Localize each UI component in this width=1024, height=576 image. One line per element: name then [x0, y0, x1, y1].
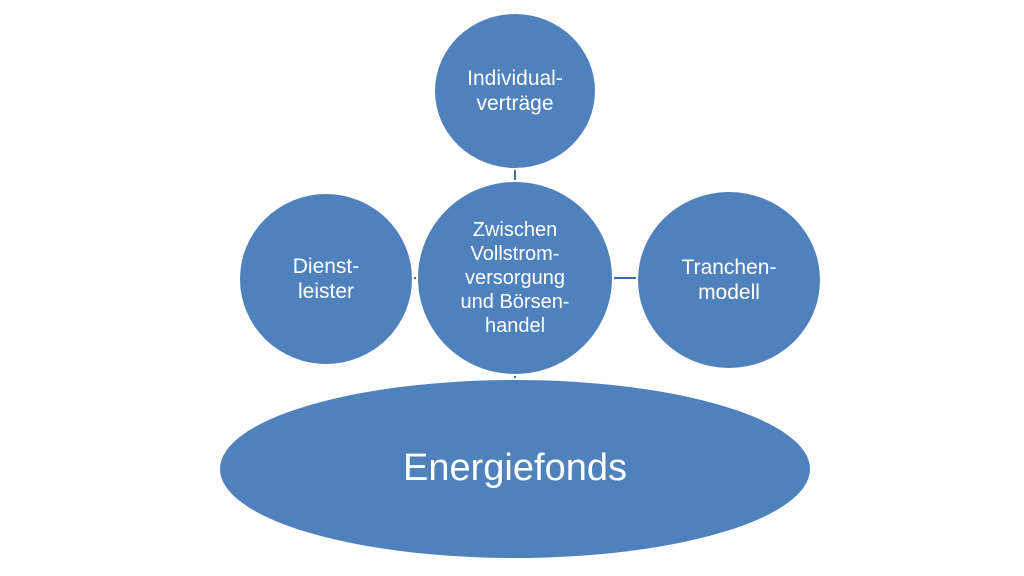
node-dienstleister-line-2: leister: [297, 280, 355, 303]
node-energiefonds: Energiefonds: [218, 378, 812, 560]
node-zwischen-vollstromversorgung-und-boersenhandel: Zwischen Vollstrom- versorgung und Börse…: [416, 180, 614, 376]
node-tranchenmodell-line-2: modell: [698, 281, 760, 304]
node-center-line-1: Zwischen: [472, 219, 558, 241]
node-individualvertraege-line-2: verträge: [476, 92, 554, 115]
node-center-line-2: Vollstrom-: [470, 243, 560, 265]
node-energiefonds-label: Energiefonds: [403, 447, 627, 490]
node-dienstleister: Dienst- leister: [238, 192, 414, 366]
node-dienstleister-line-1: Dienst-: [292, 254, 360, 278]
node-center-line-3: versorgung: [464, 267, 566, 289]
node-tranchenmodell-line-1: Tranchen-: [681, 255, 777, 279]
node-individualvertraege: Individual- verträge: [433, 12, 597, 170]
node-individualvertraege-line-1: Individual-: [467, 66, 563, 90]
node-center-line-4: und Börsen-: [460, 291, 570, 313]
node-tranchenmodell: Tranchen- modell: [636, 190, 822, 370]
node-center-line-5: handel: [484, 315, 546, 337]
